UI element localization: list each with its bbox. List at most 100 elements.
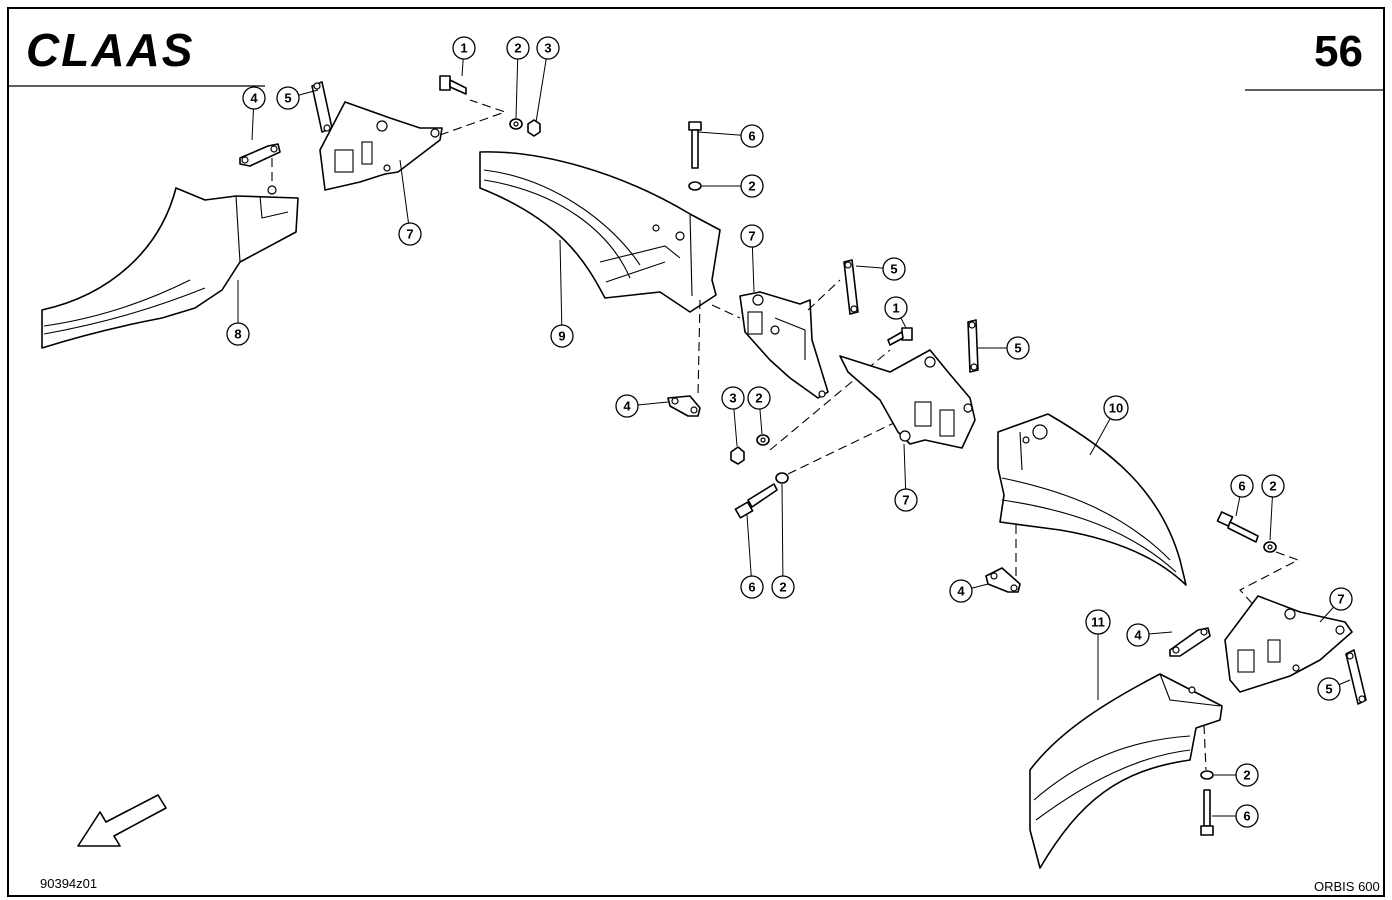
drawing-frame (7, 7, 1385, 897)
callout-label: 2 (1269, 479, 1276, 494)
part-3-nut-a (527, 119, 541, 137)
leader-dash-g (787, 419, 901, 475)
callout-2: 2 (1214, 763, 1259, 787)
part-6-bolt-a (688, 121, 702, 169)
part-4-plate-c (985, 567, 1021, 593)
part-7-bracket-c (839, 349, 976, 449)
part-10-swath-board (997, 413, 1187, 586)
callout-label: 1 (460, 41, 467, 56)
callout-leader (535, 47, 549, 123)
callout-label: 4 (623, 399, 631, 414)
callout-leader (399, 159, 411, 235)
callout-label: 10 (1109, 401, 1123, 416)
leader-dash-i (1239, 551, 1300, 611)
callout-circle (740, 124, 764, 148)
callout-leader (746, 514, 753, 588)
callout-circle (615, 394, 639, 418)
callout-6: 6 (1230, 474, 1254, 517)
part-6-bolt-b (734, 483, 778, 519)
part-4-plate-b (667, 395, 701, 417)
callout-4: 4 (949, 579, 989, 603)
part-2-washer-b (688, 181, 702, 191)
part-2-washer-e (1263, 541, 1277, 553)
callout-11: 11 (1085, 609, 1111, 700)
callout-7: 7 (1319, 587, 1353, 623)
callout-6: 6 (1212, 804, 1259, 828)
callout-circle (740, 174, 764, 198)
callout-leader (559, 239, 563, 337)
callout-circle (1126, 623, 1150, 647)
part-5-link-d (1345, 649, 1367, 705)
callout-label: 2 (748, 179, 755, 194)
callout-2: 2 (702, 174, 764, 198)
callout-circle (740, 224, 764, 248)
callout-label: 3 (729, 391, 736, 406)
part-1-bolt-a (439, 75, 467, 95)
callout-7: 7 (740, 224, 764, 293)
callout-label: 5 (1325, 682, 1332, 697)
callout-1: 1 (884, 296, 908, 329)
callout-circle (771, 575, 795, 599)
part-2-washer-c (756, 434, 770, 446)
callout-label: 7 (1337, 592, 1344, 607)
callout-3: 3 (535, 36, 560, 123)
part-6-bolt-d (1200, 789, 1214, 836)
callout-label: 7 (902, 493, 909, 508)
callout-label: 6 (748, 129, 755, 144)
callout-label: 4 (1134, 628, 1142, 643)
page-number: 56 (1314, 27, 1363, 76)
callout-label: 2 (755, 391, 762, 406)
leader-dash-e (807, 279, 841, 311)
callout-circle (1103, 395, 1129, 421)
model-name: ORBIS 600 (1314, 879, 1380, 894)
callout-8: 8 (226, 280, 250, 346)
part-4-plate-d (1169, 627, 1211, 657)
callout-3: 3 (721, 386, 745, 447)
callout-7: 7 (398, 159, 422, 246)
callout-leader (515, 47, 519, 119)
callout-4: 4 (615, 394, 669, 418)
callout-circle (894, 488, 918, 512)
callout-circle (1006, 336, 1030, 360)
callout-circle (550, 324, 574, 348)
callout-5: 5 (855, 257, 906, 281)
callout-label: 4 (250, 91, 258, 106)
leader-dash-j (1203, 724, 1207, 771)
part-2-washer-d (775, 472, 789, 484)
callout-label: 11 (1091, 615, 1105, 630)
part-8-swath-board (41, 185, 299, 349)
callout-label: 7 (406, 227, 413, 242)
part-4-plate-a (239, 143, 281, 167)
part-11-swath-board (1029, 673, 1223, 869)
callout-circle (949, 579, 973, 603)
leader-dash-d (711, 304, 741, 319)
callout-circle (242, 86, 266, 110)
callout-label: 6 (1243, 809, 1250, 824)
callout-circle (452, 36, 476, 60)
callout-circle (882, 257, 906, 281)
callout-circle (1230, 474, 1254, 498)
callout-label: 1 (892, 301, 899, 316)
callout-4: 4 (242, 86, 266, 141)
callout-circle (1085, 609, 1111, 635)
callout-circle (276, 86, 300, 110)
callout-1: 1 (452, 36, 476, 77)
callout-label: 6 (1238, 479, 1245, 494)
callout-9: 9 (550, 239, 574, 348)
callout-2: 2 (771, 483, 795, 599)
callout-label: 3 (544, 41, 551, 56)
callout-2: 2 (747, 386, 771, 435)
callout-circle (1329, 587, 1353, 611)
part-3-nut-b (730, 446, 745, 465)
callout-circle (1317, 677, 1341, 701)
part-7-bracket-b (739, 291, 829, 399)
callout-label: 2 (1243, 768, 1250, 783)
callout-circle (740, 575, 764, 599)
part-2-washer-a (509, 118, 523, 130)
direction-arrow-icon (77, 794, 167, 847)
drawing-number: 90394z01 (40, 876, 97, 891)
callout-2: 2 (1261, 474, 1285, 541)
callout-label: 5 (284, 91, 291, 106)
callout-circle (1235, 804, 1259, 828)
